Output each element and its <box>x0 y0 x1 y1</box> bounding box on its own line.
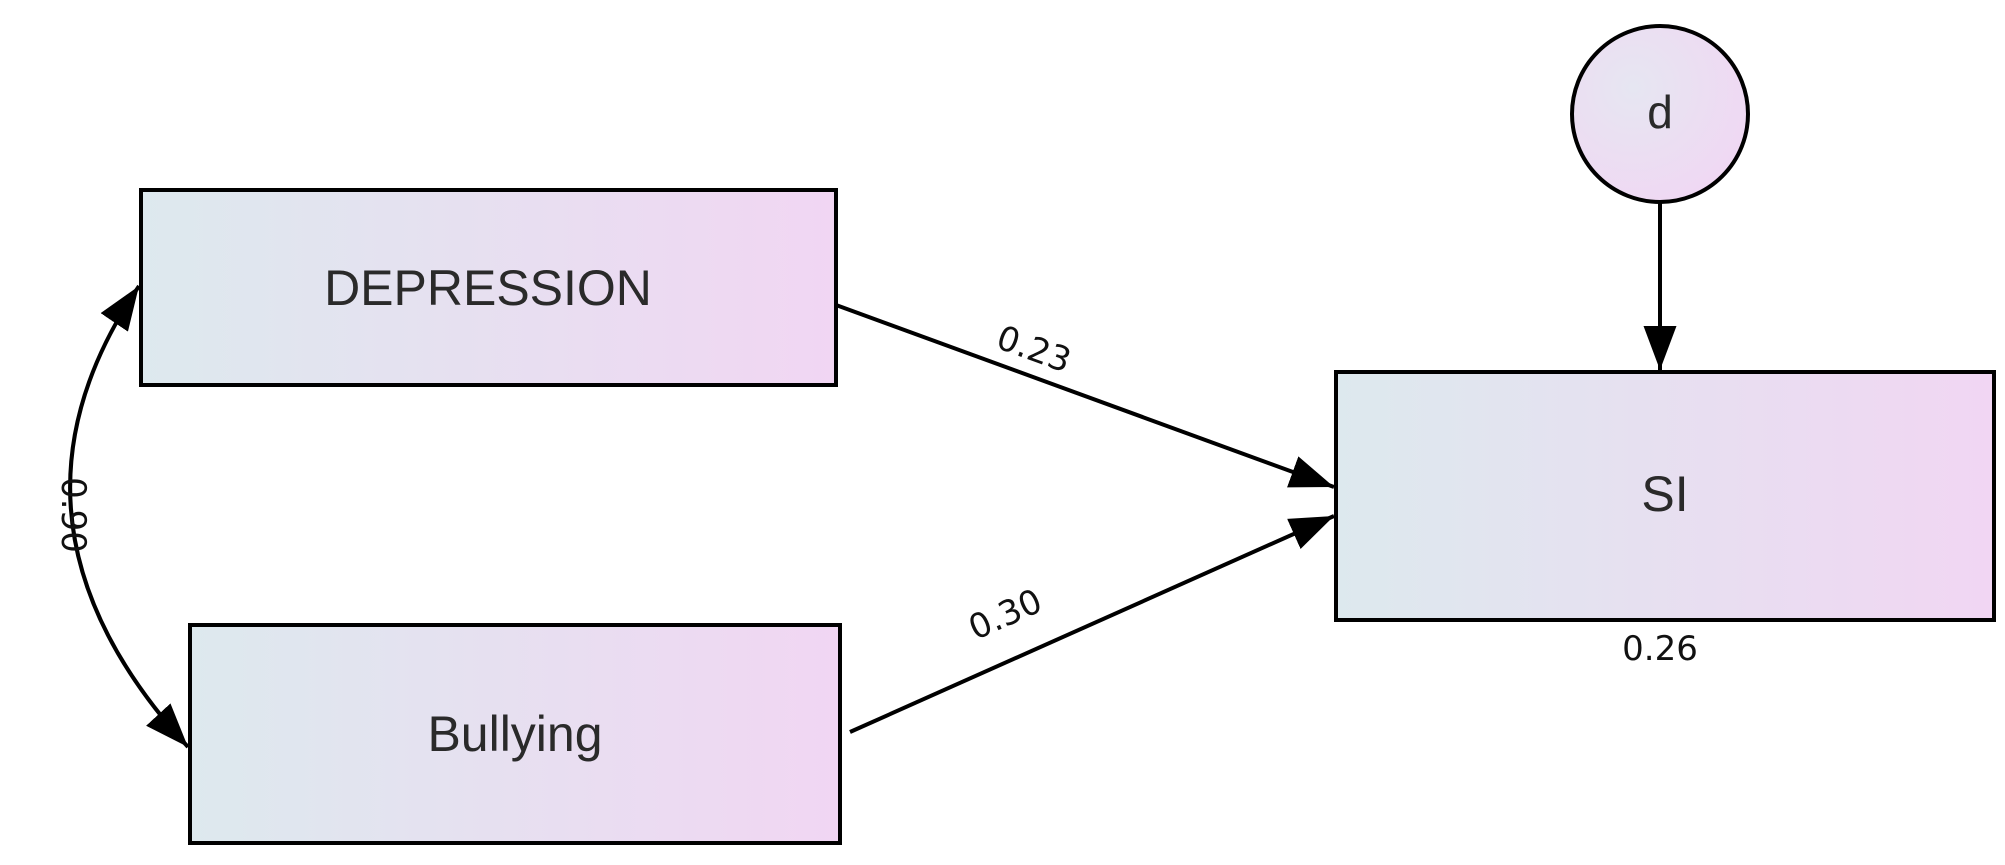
depression-label: DEPRESSION <box>324 260 652 316</box>
bullying-to-si-coefficient: 0.30 <box>963 581 1048 648</box>
depression-to-si-coefficient: 0.23 <box>991 318 1076 381</box>
bullying-node: Bullying <box>188 623 842 845</box>
depression-node: DEPRESSION <box>139 188 838 387</box>
covariance-path <box>68 284 190 749</box>
covariance-coefficient: 0.90 <box>53 477 93 553</box>
si-node: SI <box>1334 370 1996 622</box>
disturbance-node: d <box>1570 24 1750 204</box>
si-r-squared: 0.26 <box>1622 629 1698 669</box>
si-label: SI <box>1641 466 1688 522</box>
bullying-to-si-path <box>849 514 1335 734</box>
bullying-label: Bullying <box>427 706 602 762</box>
depression-to-si-path <box>835 303 1335 489</box>
disturbance-label: d <box>1647 86 1673 138</box>
